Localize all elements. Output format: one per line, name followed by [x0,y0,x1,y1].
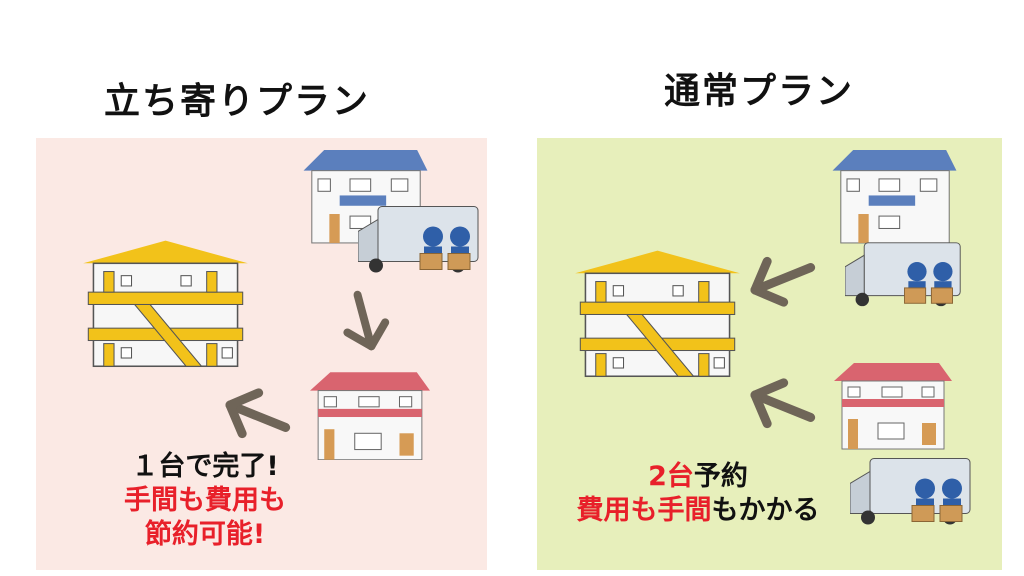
right-caption-line1-black: 予約 [693,461,748,492]
right-caption-line1-red: 2台 [648,461,694,492]
right-pink-roof-house-icon [834,362,952,450]
left-pink-roof-house-icon [310,372,430,460]
right-plan-caption: 2台予約 費用も手間もかかる [548,460,848,528]
left-plan-caption: １台で完了! 手間も費用も 節約可能! [80,450,330,552]
left-caption-line1: １台で完了! [131,451,279,482]
right-apartment-building-icon [574,250,741,378]
left-down-arrow-icon [320,280,400,370]
left-moving-truck-icon [358,206,479,273]
right-lower-moving-truck-icon [850,458,971,525]
right-caption-line2-black: もかかる [711,495,820,526]
right-caption-line2-red: 費用も手間 [576,495,712,526]
right-plan-title: 通常プラン [664,71,855,112]
right-lower-arrow-icon [745,360,845,430]
left-caption-line2: 手間も費用も [124,485,286,516]
left-apartment-building-icon [82,240,249,368]
right-upper-arrow-icon [745,255,845,325]
right-moving-truck-icon [845,242,961,307]
left-caption-line3: 節約可能! [144,519,266,550]
left-left-arrow-icon [220,370,320,440]
left-plan-title: 立ち寄りプラン [104,81,371,122]
